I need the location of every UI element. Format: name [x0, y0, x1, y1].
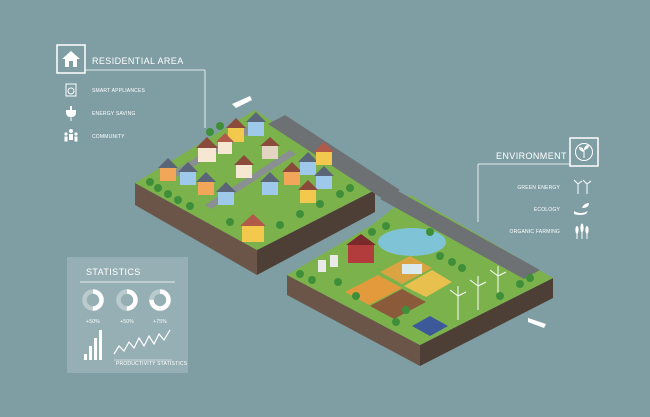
environment-item-label: ORGANIC FARMING — [509, 229, 560, 235]
environment-header-frame — [569, 137, 599, 167]
residential-item-label: SMART APPLIANCES — [92, 88, 145, 94]
environment-item-label: GREEN ENERGY — [517, 185, 560, 191]
statistics-panel-bg — [67, 257, 188, 373]
wind-turbines — [449, 266, 507, 320]
bar — [89, 346, 92, 360]
donut-fill — [149, 289, 171, 311]
donut-label: +50% — [120, 319, 134, 325]
residential-callout: RESIDENTIAL AREA SMART APPLIANCES ENERGY… — [56, 44, 206, 142]
bar — [84, 354, 87, 360]
sprout-icon — [575, 143, 593, 161]
plug-icon — [66, 106, 76, 121]
statistics-panel: STATISTICS +50% +50% +75% PRODUCTIVITY S… — [67, 257, 188, 373]
residential-trees — [146, 122, 354, 229]
donut-fill — [82, 289, 104, 311]
leaf-hand-icon — [574, 203, 589, 215]
line-chart — [113, 329, 172, 361]
houses — [158, 112, 334, 242]
environment-island — [287, 190, 553, 366]
residential-island — [135, 96, 400, 275]
bar — [99, 330, 102, 360]
residential-item-label: COMMUNITY — [92, 134, 125, 140]
line-series — [113, 329, 171, 355]
environment-trees — [296, 222, 534, 326]
people-icon — [64, 129, 78, 142]
donut-label: +50% — [86, 319, 100, 325]
environment-item-label: ECOLOGY — [534, 207, 561, 213]
environment-title: ENVIRONMENT — [496, 151, 567, 161]
bar — [94, 338, 97, 360]
bar-chart — [84, 330, 102, 360]
residential-header-frame — [56, 44, 86, 74]
house-icon — [62, 51, 80, 67]
statistics-title: STATISTICS — [86, 267, 141, 277]
donut-charts — [82, 289, 171, 311]
donut-fill — [116, 289, 138, 311]
crop-icon — [575, 223, 589, 239]
residential-item-label: ENERGY SAVING — [92, 111, 136, 117]
appliance-icon — [65, 83, 77, 97]
line-chart-caption: PRODUCTIVITY STATISTICS — [116, 361, 188, 367]
donut-label: +75% — [153, 319, 167, 325]
environment-callout: ENVIRONMENT GREEN ENERGY ECOLOGY ORGANIC… — [477, 137, 599, 239]
wind-turbine-icon — [573, 179, 592, 194]
residential-title: RESIDENTIAL AREA — [92, 56, 184, 66]
